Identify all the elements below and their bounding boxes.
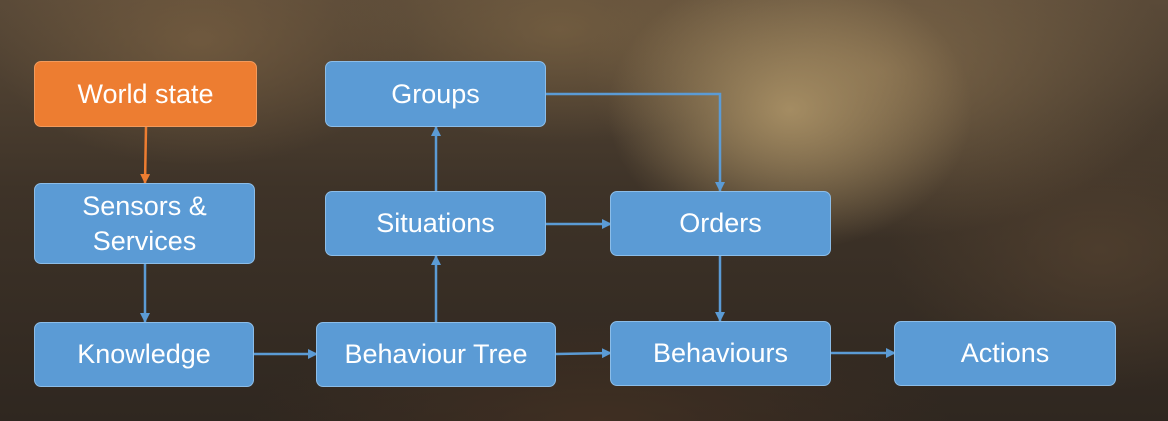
node-groups-label: Groups (391, 78, 480, 109)
node-sensors-services-label: Sensors & Services (82, 190, 207, 256)
node-situations: Situations (325, 191, 546, 256)
node-actions-label: Actions (960, 338, 1050, 368)
node-situations-label: Situations (376, 208, 495, 238)
node-behaviours-label: Behaviours (652, 338, 789, 368)
edge-groups-orders (546, 92, 725, 192)
node-behaviour-tree: Behaviour Tree (316, 322, 556, 387)
node-sensors-services: Sensors & Services (34, 183, 255, 264)
node-behaviour-tree-label: Behaviour Tree (344, 339, 528, 369)
node-behaviours: Behaviours (610, 321, 831, 386)
edge-worldstate-sensors (140, 126, 151, 184)
node-world-state-label: World state (77, 78, 214, 109)
node-actions: Actions (894, 321, 1116, 386)
node-knowledge: Knowledge (34, 322, 254, 387)
node-orders-label: Orders (679, 208, 762, 238)
node-knowledge-label: Knowledge (77, 339, 211, 369)
node-groups: Groups (325, 61, 546, 127)
node-orders: Orders (610, 191, 831, 256)
edge-behaviourtree-behaviours (555, 348, 612, 359)
node-world-state: World state (34, 61, 257, 127)
